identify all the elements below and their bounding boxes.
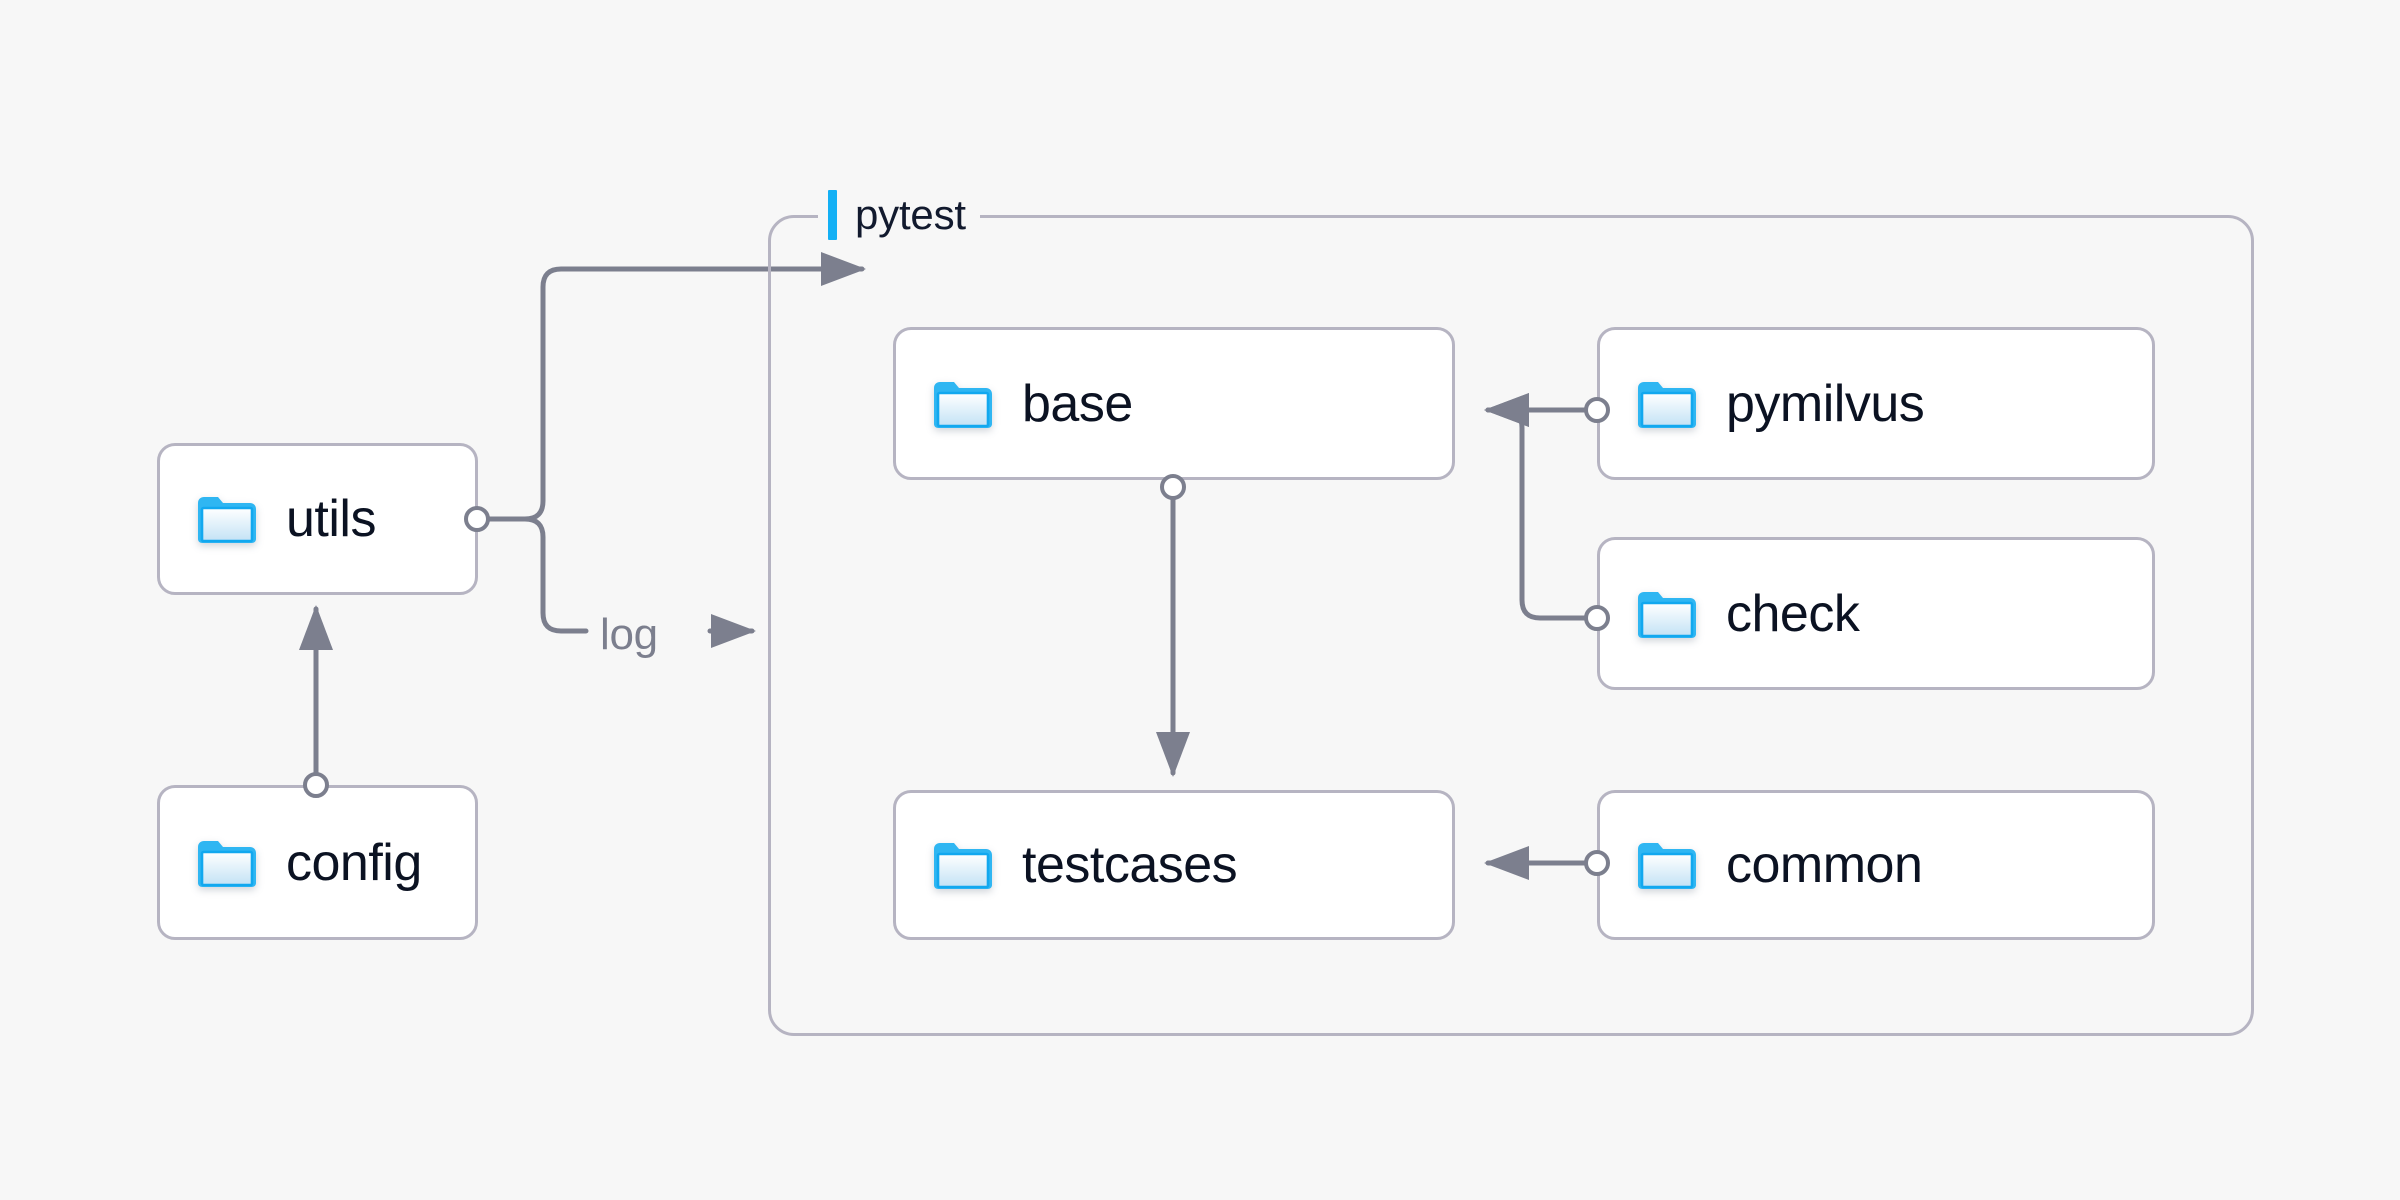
node-testcases[interactable]: testcases — [893, 790, 1455, 940]
port-check-left[interactable] — [1584, 605, 1610, 631]
port-common-left[interactable] — [1584, 850, 1610, 876]
node-base[interactable]: base — [893, 327, 1455, 480]
group-label-text: pytest — [855, 191, 966, 238]
port-pymilvus-left[interactable] — [1584, 397, 1610, 423]
port-config-top[interactable] — [303, 772, 329, 798]
folder-icon — [198, 840, 256, 887]
edge-label-log: log — [600, 610, 658, 659]
node-label: check — [1726, 584, 1860, 643]
node-check[interactable]: check — [1597, 537, 2155, 690]
node-common[interactable]: common — [1597, 790, 2155, 940]
node-label: testcases — [1022, 836, 1238, 894]
pytest-group-label: pytest — [818, 188, 980, 242]
node-label: pymilvus — [1726, 374, 1925, 433]
edge-utils-to-log — [487, 516, 589, 634]
folder-icon — [934, 381, 992, 428]
node-label: base — [1022, 374, 1133, 433]
group-accent-bar-icon — [828, 190, 837, 240]
folder-icon — [1638, 843, 1696, 889]
node-label: common — [1726, 836, 1923, 894]
node-label: config — [286, 833, 422, 892]
node-label: utils — [286, 490, 376, 548]
folder-icon — [1638, 591, 1696, 638]
node-utils[interactable]: utils — [157, 443, 478, 595]
node-config[interactable]: config — [157, 785, 478, 940]
port-utils-right[interactable] — [464, 506, 490, 532]
port-base-bottom[interactable] — [1160, 474, 1186, 500]
folder-icon — [1638, 381, 1696, 428]
folder-icon — [198, 497, 256, 543]
folder-icon — [934, 843, 992, 889]
node-pymilvus[interactable]: pymilvus — [1597, 327, 2155, 480]
pytest-group-container[interactable] — [768, 215, 2254, 1036]
